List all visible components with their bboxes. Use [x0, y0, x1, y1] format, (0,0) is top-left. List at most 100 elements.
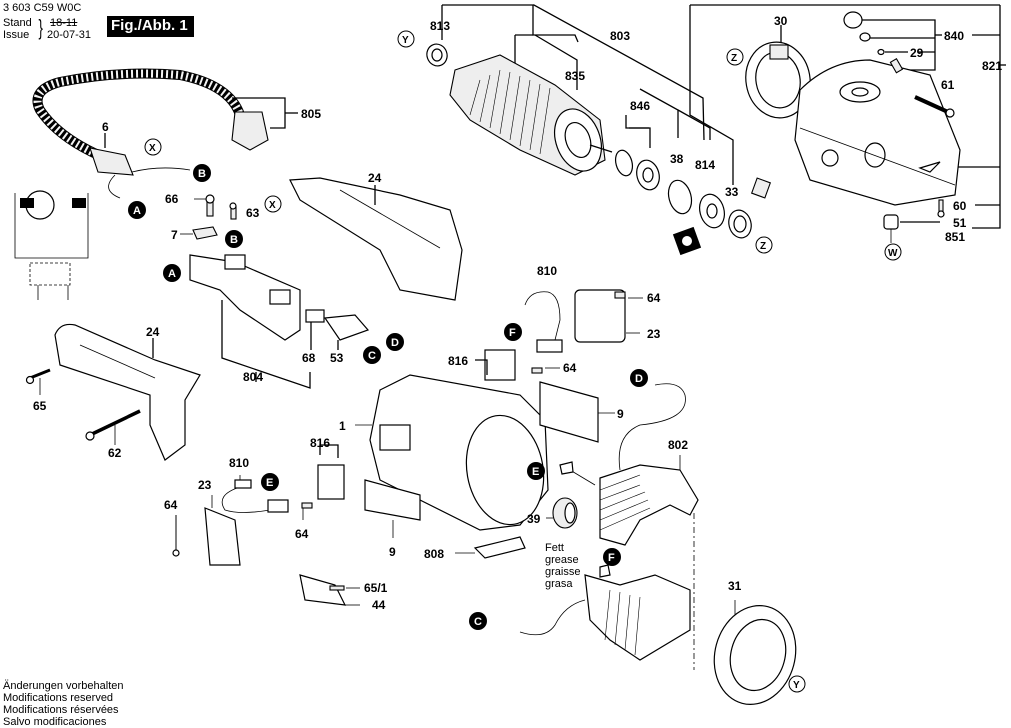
stand-value: 18-11	[50, 17, 78, 29]
part-label-24: 24	[368, 171, 382, 185]
handle-24-top	[289, 177, 463, 301]
svg-text:A: A	[168, 268, 176, 280]
armature-835	[449, 54, 613, 176]
screw-61	[914, 95, 955, 118]
part-label-23: 23	[647, 327, 661, 341]
part-labels: 813 803 835 846 38 814 33 30 840 29 821 …	[33, 14, 1002, 612]
part-label-814: 814	[695, 158, 715, 172]
plate-7	[180, 226, 218, 240]
switch-assembly-804	[189, 254, 311, 389]
brush-holder-group-lower	[172, 444, 360, 606]
ref-z-bottom: Z	[755, 236, 773, 254]
part-label-813: 813	[430, 19, 450, 33]
nameplate-9-upper	[539, 381, 615, 443]
svg-text:C: C	[474, 616, 482, 628]
motor-housing-1	[355, 374, 549, 531]
part-label-9: 9	[389, 545, 396, 559]
connector-e-right: E	[527, 462, 545, 480]
screw-62	[85, 409, 141, 445]
handle-24-side	[54, 323, 201, 461]
svg-text:Z: Z	[760, 241, 766, 252]
part-label-802: 802	[668, 438, 688, 452]
bearing-814	[672, 193, 725, 256]
end-shield-31	[713, 600, 797, 705]
screw-60	[937, 199, 945, 218]
grease-note-line: grasa	[545, 578, 573, 590]
label-808	[455, 536, 526, 559]
ref-x-handle: X	[264, 195, 282, 213]
part-number: 3 603 C59 W0C	[3, 2, 82, 14]
part-label-9: 9	[617, 407, 624, 421]
ref-x-top: X	[144, 138, 162, 156]
screw-66	[194, 194, 215, 217]
svg-text:E: E	[266, 477, 273, 489]
part-label-44: 44	[372, 598, 386, 612]
issue-label: Issue	[3, 29, 30, 41]
grease-note-line: grease	[545, 554, 579, 566]
connector-f-bottom: F	[603, 548, 621, 566]
disclaimer-line: Modifications reserved	[3, 692, 114, 704]
part-label-61: 61	[941, 78, 955, 92]
spindle-lock-parts-840	[843, 11, 904, 74]
part-label-816: 816	[310, 436, 330, 450]
part-label-30: 30	[774, 14, 788, 28]
part-label-835: 835	[565, 69, 585, 83]
disclaimer-line: Modifications réservées	[3, 704, 119, 716]
part-label-38: 38	[670, 152, 684, 166]
bearing-813	[426, 43, 448, 67]
brace-icon: }	[38, 15, 43, 40]
connector-b-mid: B	[225, 230, 243, 248]
part-label-810: 810	[537, 264, 557, 278]
connector-c-bottom: C	[469, 612, 487, 630]
ref-z-top: Z	[726, 48, 744, 66]
svg-text:W: W	[888, 248, 898, 259]
connector-d-left: D	[386, 333, 404, 351]
part-label-64: 64	[647, 291, 661, 305]
nameplate-9-lower	[364, 479, 421, 538]
connector-c-left: C	[363, 346, 381, 364]
grease-note: Fett grease graisse grasa	[545, 542, 580, 590]
disclaimer-line: Salvo modificaciones	[3, 716, 107, 728]
part-label-816: 816	[448, 354, 468, 368]
seal-33	[728, 177, 772, 239]
connector-e-left: E	[261, 473, 279, 491]
brush-holder-group-upper	[475, 289, 643, 381]
bracket-lines-armature	[441, 4, 1000, 185]
part-label-840: 840	[944, 29, 964, 43]
part-label-846: 846	[630, 99, 650, 113]
ref-y-bottom: Y	[788, 675, 806, 693]
svg-text:Y: Y	[793, 680, 800, 691]
connector-f-top: F	[504, 323, 522, 341]
bearing-38	[667, 179, 693, 215]
part-label-33: 33	[725, 185, 739, 199]
svg-text:X: X	[269, 200, 276, 211]
fan-39	[546, 497, 578, 529]
retaining-ring-846	[614, 149, 660, 191]
part-label-60: 60	[953, 199, 967, 213]
grease-note-line: Fett	[545, 542, 564, 554]
part-label-66: 66	[165, 192, 179, 206]
svg-text:X: X	[149, 143, 156, 154]
screw-63	[229, 202, 237, 220]
connector-b-top: B	[193, 164, 211, 182]
part-label-63: 63	[246, 206, 260, 220]
svg-text:C: C	[368, 350, 376, 362]
part-label-23: 23	[198, 478, 212, 492]
part-label-851: 851	[945, 230, 965, 244]
part-label-64: 64	[164, 498, 178, 512]
part-label-64: 64	[295, 527, 309, 541]
part-label-65: 65	[33, 399, 47, 413]
sleeve-51	[883, 214, 899, 243]
ref-y-top: Y	[397, 30, 415, 48]
issue-value: 20-07-31	[47, 29, 92, 41]
svg-text:F: F	[509, 327, 516, 339]
gear-housing-821	[794, 59, 961, 206]
connector-a-mid: A	[163, 264, 181, 282]
part-label-24: 24	[146, 325, 160, 339]
connector-a-top: A	[128, 201, 146, 219]
part-label-6: 6	[102, 120, 109, 134]
disclaimer: Änderungen vorbehalten Modifications res…	[3, 680, 123, 728]
figure-label: Fig./Abb. 1	[107, 16, 194, 37]
part-label-29: 29	[910, 46, 924, 60]
